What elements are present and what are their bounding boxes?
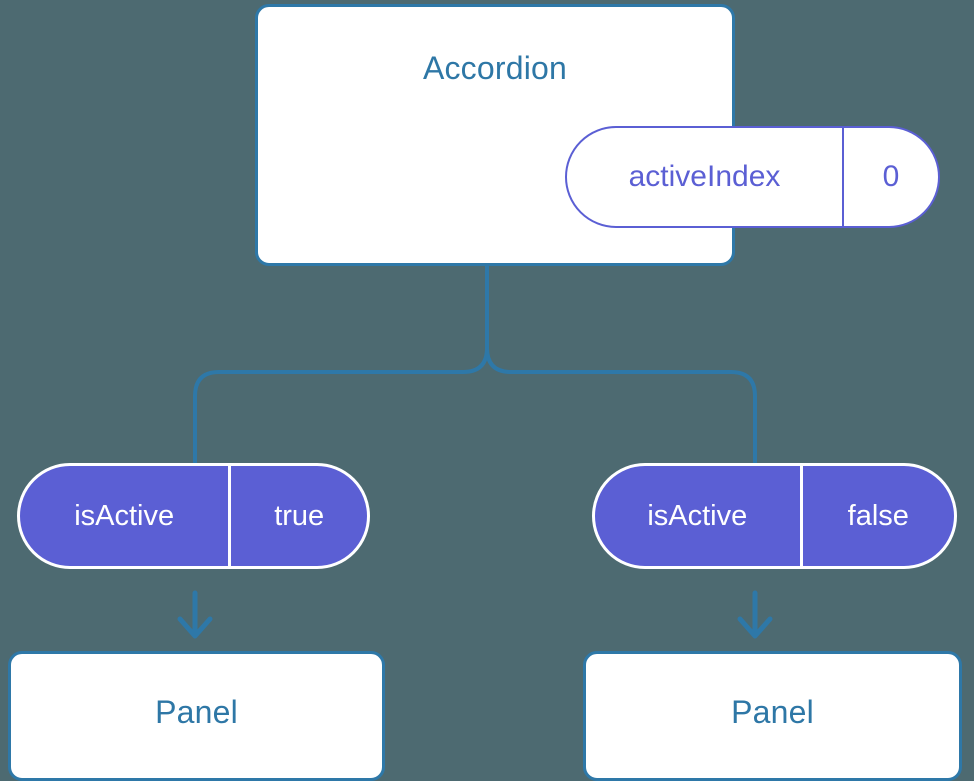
- prop-pill-left-value: true: [228, 466, 367, 566]
- prop-pill-left[interactable]: isActive true: [17, 463, 370, 569]
- prop-pill-right-key: isActive: [647, 499, 748, 532]
- accordion-state-key: activeIndex: [628, 160, 781, 193]
- connector-branch-right: [485, 346, 757, 465]
- prop-pill-left-key: isActive: [74, 499, 175, 532]
- prop-pill-right[interactable]: isActive false: [592, 463, 957, 569]
- accordion-title: Accordion: [422, 50, 568, 86]
- accordion-component-card[interactable]: Accordion activeIndex 0: [255, 4, 940, 266]
- panel-left-title: Panel: [155, 694, 238, 730]
- panel-right-title: Panel: [731, 694, 814, 730]
- connector-branch-left: [193, 346, 489, 465]
- arrow-right-head-icon: [737, 616, 773, 639]
- panel-component-card-right[interactable]: Panel: [583, 651, 962, 781]
- prop-pill-right-value: false: [799, 466, 954, 566]
- accordion-state-value: 0: [842, 128, 938, 226]
- panel-component-card-left[interactable]: Panel: [8, 651, 385, 781]
- arrow-left-head-icon: [177, 616, 213, 639]
- accordion-state-pill[interactable]: activeIndex 0: [565, 126, 940, 228]
